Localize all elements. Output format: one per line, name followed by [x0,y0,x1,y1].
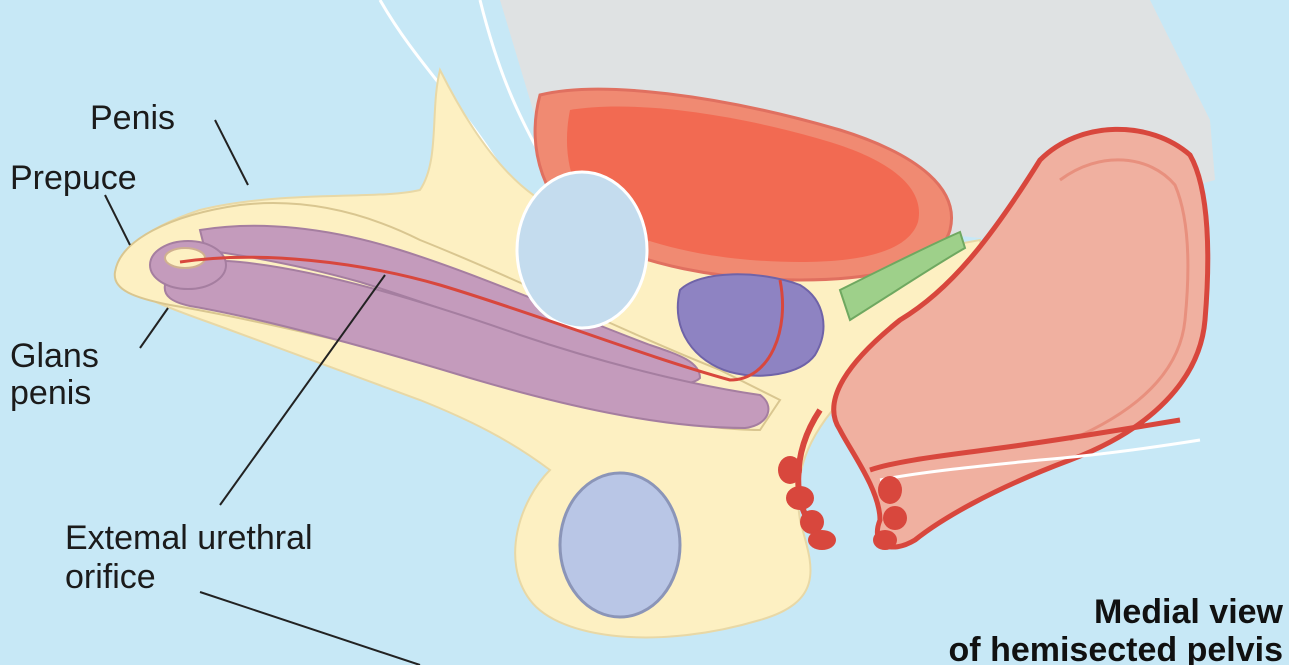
label-glans-line2: penis [10,373,91,413]
sphincter-1 [778,456,802,484]
caption-line1: Medial view [1094,592,1283,632]
pubic-symphysis [517,172,647,328]
sphincter-2 [786,486,814,510]
label-urethral-line2: orifice [65,557,156,597]
sphincter-4 [808,530,836,550]
testis [560,473,680,617]
leader-prepuce [105,195,130,245]
sphincter-7 [873,530,897,550]
leader-glans [140,308,168,348]
caption-line2: of hemisected pelvis [949,630,1283,665]
label-urethral-line1: Extemal urethral [65,518,313,558]
leader-penis [215,120,248,185]
sphincter-5 [878,476,902,504]
label-penis: Penis [90,98,175,138]
label-glans-line1: Glans [10,336,99,376]
prepuce-ring [165,248,205,268]
label-prepuce: Prepuce [10,158,137,198]
sphincter-6 [883,506,907,530]
leader-orifice [200,592,420,665]
